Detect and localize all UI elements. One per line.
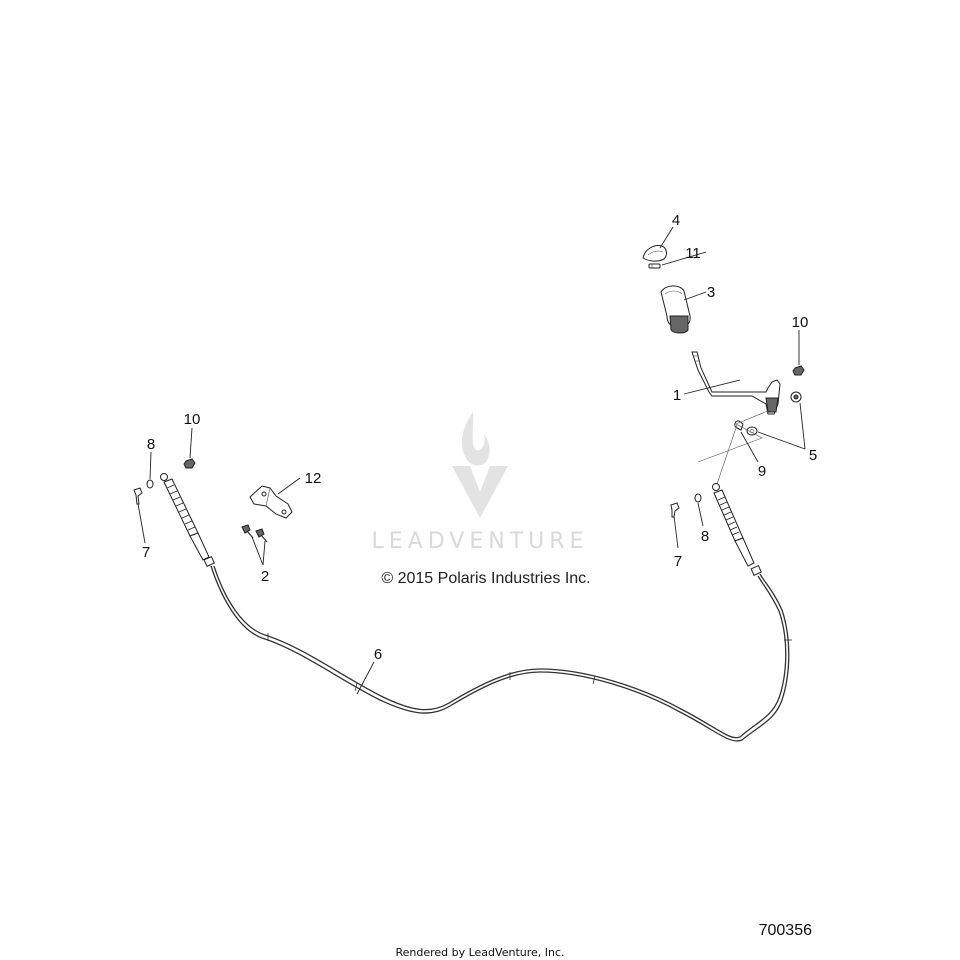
watermark-text: LEADVENTURE — [372, 529, 589, 554]
callout-8-left: 8 — [147, 436, 155, 453]
callout-10-left: 10 — [184, 411, 201, 428]
leader-lines — [137, 226, 806, 695]
part-4-knob-cap — [642, 245, 667, 262]
part-8-washer-left — [146, 479, 154, 489]
callout-8-right: 8 — [701, 528, 709, 545]
assembly-guide-lines — [697, 409, 771, 463]
callout-4: 4 — [672, 212, 680, 229]
part-7-clip-right — [670, 502, 680, 518]
callout-6: 6 — [374, 646, 382, 663]
part-10-nut-left — [183, 458, 196, 469]
part-12-bracket — [249, 485, 293, 519]
callout-labels: 4 11 3 10 1 5 9 8 7 10 8 12 7 2 6 — [142, 212, 817, 663]
callout-10-right: 10 — [792, 314, 809, 331]
flame-logo-icon — [452, 412, 508, 518]
part-8-washer-right — [694, 493, 702, 503]
callout-11: 11 — [685, 245, 701, 262]
part-5-bushing — [790, 391, 802, 403]
callout-7-left: 7 — [142, 544, 150, 561]
copyright-notice: © 2015 Polaris Industries Inc. — [381, 570, 590, 587]
part-3-shift-knob — [660, 285, 691, 334]
part-7-clip-left — [133, 487, 143, 505]
right-cable-end-boot — [712, 483, 762, 576]
callout-2: 2 — [261, 568, 269, 585]
callout-3: 3 — [707, 284, 715, 301]
callout-12: 12 — [305, 470, 322, 487]
callout-1: 1 — [673, 387, 681, 404]
callout-9: 9 — [758, 463, 766, 480]
figure-number: 700356 — [759, 922, 812, 939]
part-10-nut-right — [792, 365, 805, 376]
leadventure-watermark: LEADVENTURE — [372, 412, 589, 554]
part-2-bolt-b — [255, 528, 268, 543]
render-credit: Rendered by LeadVenture, Inc. — [395, 946, 564, 959]
part-2-bolt-a — [241, 524, 254, 539]
callout-5: 5 — [809, 447, 817, 464]
part-11-pin — [648, 263, 661, 269]
part-6-shift-cable — [210, 565, 792, 742]
part-1-shift-lever — [691, 351, 781, 415]
left-cable-end-boot — [160, 473, 215, 567]
callout-7-right: 7 — [674, 553, 682, 570]
